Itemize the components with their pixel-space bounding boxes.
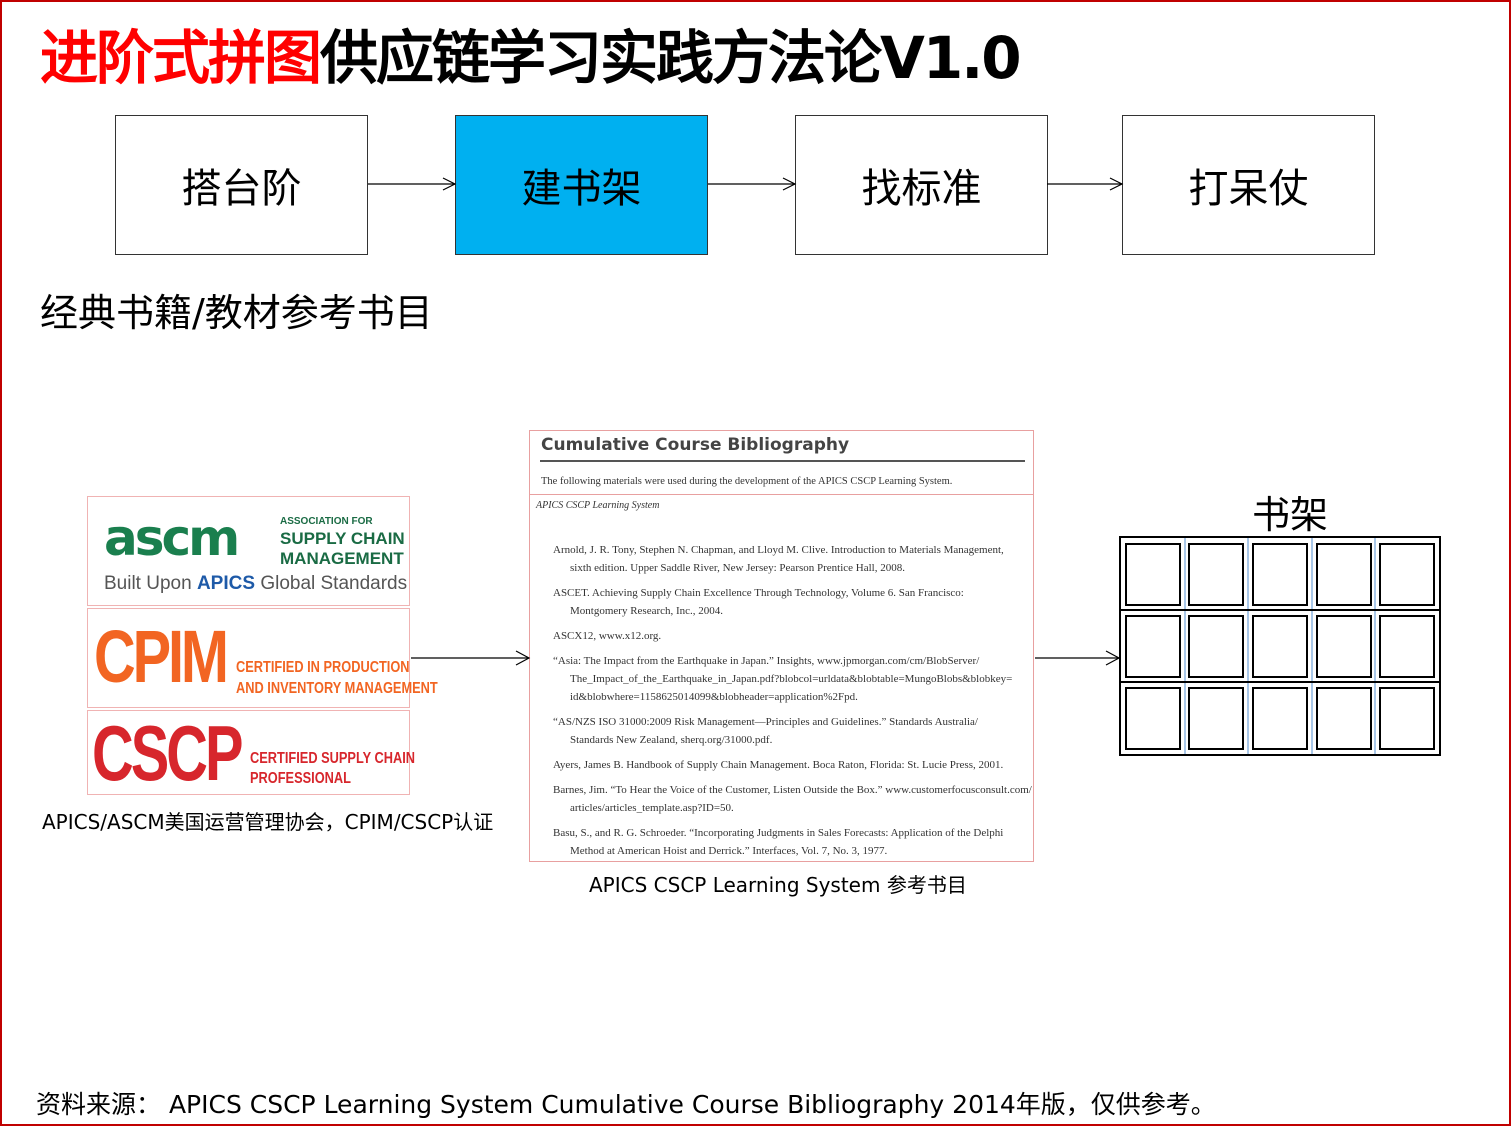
arrow-head	[515, 650, 531, 666]
bibliography-document: Cumulative Course Bibliography The follo…	[529, 430, 1034, 862]
entry-line: Method at American Hoist and Derrick.” I…	[570, 845, 888, 857]
arrow-head	[782, 177, 797, 191]
logos-caption: APICS/ASCM美国运营管理协会，CPIM/CSCP认证	[42, 810, 494, 834]
step-box-2-active: 建书架	[455, 115, 708, 255]
bibliography-entry: Basu, S., and R. G. Schroeder. “Incorpor…	[553, 824, 1031, 860]
shelf-slot	[1124, 614, 1181, 678]
bibliography-entry: Ayers, James B. Handbook of Supply Chain…	[553, 756, 1031, 774]
cpim-wordmark: CPIM	[94, 615, 229, 698]
ascm-line1: SUPPLY CHAIN	[280, 529, 405, 548]
arrow-head	[1109, 177, 1124, 191]
ascm-tag-suffix: Global Standards	[260, 573, 408, 594]
section-subtitle: 经典书籍/教材参考书目	[40, 291, 433, 335]
shelf-slot	[1379, 542, 1436, 606]
cpim-logo: CPIM CERTIFIED IN PRODUCTION AND INVENTO…	[87, 608, 438, 708]
entry-line: The_Impact_of_the_Earthquake_in_Japan.pd…	[570, 673, 1013, 685]
entry-line: Basu, S., and R. G. Schroeder. “Incorpor…	[553, 827, 1004, 839]
cpim-line2: AND INVENTORY MANAGEMENT	[236, 680, 438, 697]
cscp-subtitle: CERTIFIED SUPPLY CHAIN PROFESSIONAL	[250, 749, 415, 789]
entry-line: ASCET. Achieving Supply Chain Excellence…	[553, 587, 964, 599]
title-highlight: 进阶式拼图	[40, 24, 322, 92]
shelf-slot	[1252, 686, 1308, 750]
shelf-slot	[1252, 614, 1308, 678]
shelf-divider	[1247, 538, 1250, 754]
shelf-slot	[1124, 686, 1181, 750]
entry-line: Standards New Zealand, sherq.org/31000.p…	[570, 734, 773, 746]
entry-line: “AS/NZS ISO 31000:2009 Risk Management—P…	[553, 716, 978, 728]
cpim-subtitle: CERTIFIED IN PRODUCTION AND INVENTORY MA…	[236, 657, 438, 699]
shelf-slot	[1124, 542, 1181, 606]
entry-line: sixth edition. Upper Saddle River, New J…	[570, 562, 905, 574]
apics-brand: APICS	[196, 573, 256, 594]
shelf-board	[1121, 609, 1439, 611]
arrow-head	[1105, 650, 1121, 666]
divider	[530, 494, 1033, 495]
cscp-wordmark: CSCP	[92, 709, 243, 797]
ascm-tag-prefix: Built Upon	[104, 573, 192, 594]
shelf-slot	[1315, 686, 1372, 750]
entry-line: Barnes, Jim. “To Hear the Voice of the C…	[553, 784, 1032, 796]
entry-line: Montgomery Research, Inc., 2004.	[570, 605, 724, 617]
title-rest: 供应链学习实践方法论V1.0	[320, 24, 1022, 92]
bibliography-caption: APICS CSCP Learning System 参考书目	[589, 873, 967, 897]
title-rule	[540, 460, 1025, 462]
shelf-slot	[1188, 542, 1245, 606]
cscp-logo: CSCP CERTIFIED SUPPLY CHAIN PROFESSIONAL	[87, 709, 415, 797]
bibliography-entry: ASCET. Achieving Supply Chain Excellence…	[553, 584, 1031, 620]
arrow-head	[442, 177, 457, 191]
shelf-slot	[1252, 542, 1308, 606]
bibliography-intro: The following materials were used during…	[541, 476, 953, 487]
cscp-line2: PROFESSIONAL	[250, 770, 351, 787]
cscp-line1: CERTIFIED SUPPLY CHAIN	[250, 750, 416, 767]
entry-line: articles/articles_template.asp?ID=50.	[570, 802, 734, 814]
cpim-line1: CERTIFIED IN PRODUCTION	[236, 659, 410, 676]
entry-line: Arnold, J. R. Tony, Stephen N. Chapman, …	[553, 544, 1004, 556]
shelf-title: 书架	[1252, 493, 1329, 537]
ascm-wordmark: ascm	[104, 509, 240, 567]
step-label: 找标准	[861, 166, 982, 212]
source-note: 资料来源： APICS CSCP Learning System Cumulat…	[36, 1090, 1216, 1119]
ascm-line2: MANAGEMENT	[280, 549, 404, 568]
shelf-slot	[1315, 542, 1372, 606]
bookshelf-grid	[1119, 536, 1441, 756]
shelf-slot	[1315, 614, 1372, 678]
shelf-slot	[1188, 686, 1245, 750]
shelf-divider	[1310, 538, 1313, 754]
entry-line: id&blobwhere=1158625014099&blobheader=ap…	[570, 691, 858, 703]
step-label: 打呆仗	[1188, 166, 1309, 212]
shelf-divider	[1374, 538, 1377, 754]
shelf-divider	[1183, 538, 1186, 754]
step-box-3: 找标准	[795, 115, 1048, 255]
ascm-tagline: Built Upon APICS Global Standards	[104, 573, 407, 595]
shelf-slot	[1379, 614, 1436, 678]
bibliography-entry: Arnold, J. R. Tony, Stephen N. Chapman, …	[553, 541, 1031, 577]
step-label: 搭台阶	[181, 166, 302, 212]
shelf-board	[1121, 681, 1439, 683]
step-label: 建书架	[521, 166, 642, 212]
bibliography-entries: Arnold, J. R. Tony, Stephen N. Chapman, …	[553, 541, 1032, 861]
step-box-4: 打呆仗	[1122, 115, 1375, 255]
bibliography-section: APICS CSCP Learning System	[536, 500, 660, 511]
ascm-logo: ascm ASSOCIATION FOR SUPPLY CHAIN MANAGE…	[87, 496, 410, 606]
bibliography-entry: “AS/NZS ISO 31000:2009 Risk Management—P…	[553, 713, 1031, 749]
bibliography-entry: “Asia: The Impact from the Earthquake in…	[553, 652, 1031, 706]
bibliography-entry: Barnes, Jim. “To Hear the Voice of the C…	[553, 781, 1032, 817]
bibliography-title: Cumulative Course Bibliography	[541, 435, 850, 455]
entry-line: “Asia: The Impact from the Earthquake in…	[553, 655, 980, 667]
shelf-slot	[1379, 686, 1436, 750]
ascm-assoc-line: ASSOCIATION FOR	[280, 516, 373, 527]
entry-line: Ayers, James B. Handbook of Supply Chain…	[553, 759, 1004, 771]
step-box-1: 搭台阶	[115, 115, 368, 255]
entry-line: ASCX12, www.x12.org.	[553, 630, 662, 642]
ascm-association-text: ASSOCIATION FOR SUPPLY CHAIN MANAGEMENT	[280, 516, 405, 568]
bibliography-entry: ASCX12, www.x12.org.	[553, 627, 1031, 645]
shelf-slot	[1188, 614, 1245, 678]
page-title: 进阶式拼图供应链学习实践方法论V1.0	[40, 22, 1022, 94]
